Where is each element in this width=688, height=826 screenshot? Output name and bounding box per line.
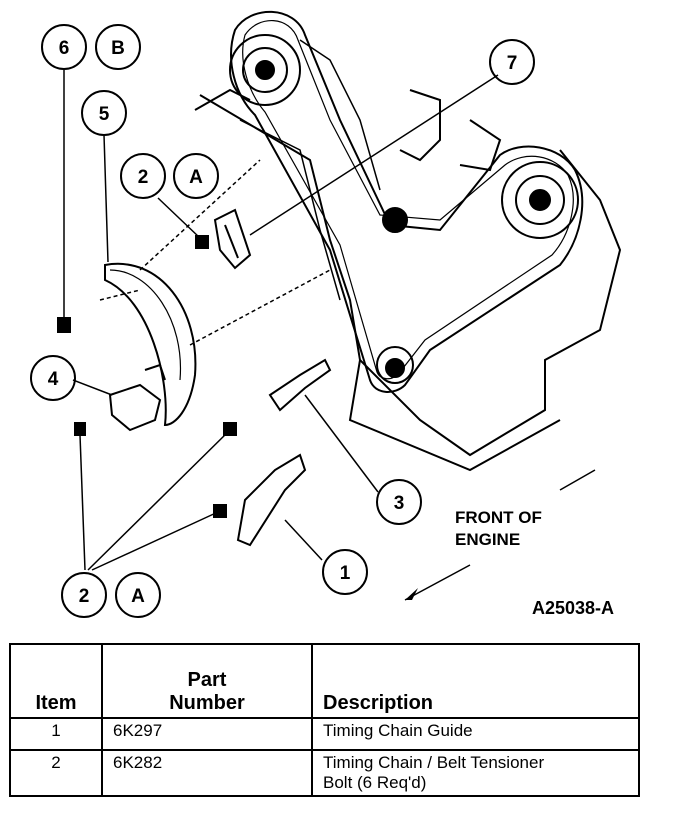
engine-block-outline [199, 94, 622, 457]
front-of-engine-label-line1: FRONT OF [455, 508, 542, 527]
callout-7: 7 [507, 53, 518, 74]
row-1-description: Timing Chain Guide [311, 717, 640, 751]
tensioner-assembly [108, 383, 162, 432]
chain-guide-3 [268, 358, 332, 412]
chain-guide-1 [236, 453, 307, 547]
row-1-item: 1 [9, 717, 103, 751]
row-2-item: 2 [9, 749, 103, 797]
figure-code: A25038-A [532, 598, 614, 618]
header-part-number: Part Number [101, 643, 313, 719]
row-1-part-number: 6K297 [101, 717, 313, 751]
table-row: 2 6K282 Timing Chain / Belt Tensioner Bo… [9, 749, 640, 797]
callout-4: 4 [48, 369, 59, 390]
front-cover-plate [104, 262, 197, 427]
callout-A-bottom: A [131, 586, 145, 607]
front-of-engine-label-line2: ENGINE [455, 530, 520, 549]
timing-chain-diagram: 6 B 5 2 A 7 4 3 1 2 A FRONT OF ENGINE A2… [30, 10, 622, 618]
header-description: Description [311, 643, 640, 719]
callout-1: 1 [340, 563, 351, 584]
table-row: 1 6K297 Timing Chain Guide [9, 717, 640, 751]
callout-5: 5 [99, 104, 110, 125]
row-2-part-number: 6K282 [101, 749, 313, 797]
callout-circles [30, 24, 535, 618]
callout-6: 6 [59, 38, 70, 59]
timing-chain-upper [230, 10, 584, 393]
bolt-icons [57, 235, 237, 518]
callout-B: B [111, 38, 125, 59]
header-item: Item [9, 643, 103, 719]
callout-3: 3 [394, 493, 405, 514]
callout-2-top: 2 [138, 167, 149, 188]
callout-2-bottom: 2 [79, 586, 90, 607]
callout-A-top: A [189, 167, 203, 188]
parts-table: Item Part Number Description 1 6K297 Tim… [9, 643, 640, 797]
right-cam-sprocket [501, 161, 579, 239]
row-2-description: Timing Chain / Belt Tensioner Bolt (6 Re… [311, 749, 640, 797]
tensioner-arm [213, 208, 252, 270]
left-cam-sprocket [229, 34, 301, 106]
leader-lines [63, 70, 596, 601]
crank-sprocket [376, 346, 414, 384]
table-header-row: Item Part Number Description [9, 643, 640, 719]
